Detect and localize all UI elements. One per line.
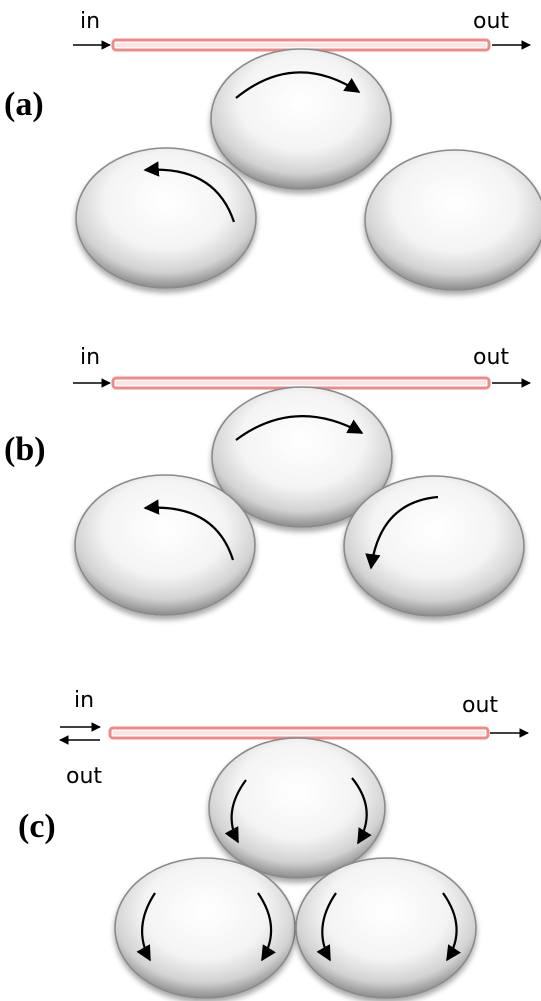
panel-c-ring-coupled-arrow-left (224, 779, 247, 844)
panel-a-label: (a) (4, 86, 44, 123)
panel-c-ring-left (114, 857, 296, 999)
panel-c-ring-right (295, 857, 477, 999)
panel-c-ring-right-arrow-left (316, 892, 337, 962)
panel-a-ring-coupled (210, 48, 392, 190)
panel-c-waveguide-core (113, 731, 485, 735)
panel-c-ring-left-arrow-left (136, 892, 156, 962)
panel-c: in out out (c) (18, 688, 529, 999)
panel-c-ring-left-arrow-right (257, 892, 276, 962)
panel-b-waveguide-core (116, 381, 486, 385)
panel-b: in out (b) (4, 345, 531, 617)
panel-b-ring-right-arrow (365, 495, 439, 570)
panel-a-waveguide-core (116, 43, 486, 47)
panel-a-ring-left (75, 147, 257, 289)
panel-b-output-label: out (473, 345, 509, 370)
panel-c-output-label: out (462, 693, 498, 718)
panel-b-label: (b) (4, 431, 46, 468)
panel-b-ring-left (74, 474, 256, 616)
panel-c-label: (c) (18, 808, 56, 845)
panel-c-input-label: in (74, 688, 94, 713)
panel-a: in out (a) (4, 9, 541, 291)
panel-c-ring-coupled (208, 737, 386, 879)
panel-c-ring-coupled-arrow-right (351, 777, 372, 845)
panel-b-ring-coupled-arrow (235, 415, 364, 441)
panel-a-output-label: out (473, 9, 509, 34)
panel-b-ring-left-arrow (143, 499, 235, 561)
panel-a-ring-coupled-arrow (235, 71, 361, 99)
panel-b-ring-right (343, 475, 525, 617)
panel-a-ring-left-arrow (143, 161, 236, 223)
panel-b-input-label: in (80, 345, 100, 370)
panel-a-input-label: in (80, 9, 100, 34)
panel-a-ring-right (364, 149, 541, 291)
panel-c-reflected-label: out (66, 764, 102, 789)
panel-c-ring-right-arrow-right (442, 892, 462, 962)
